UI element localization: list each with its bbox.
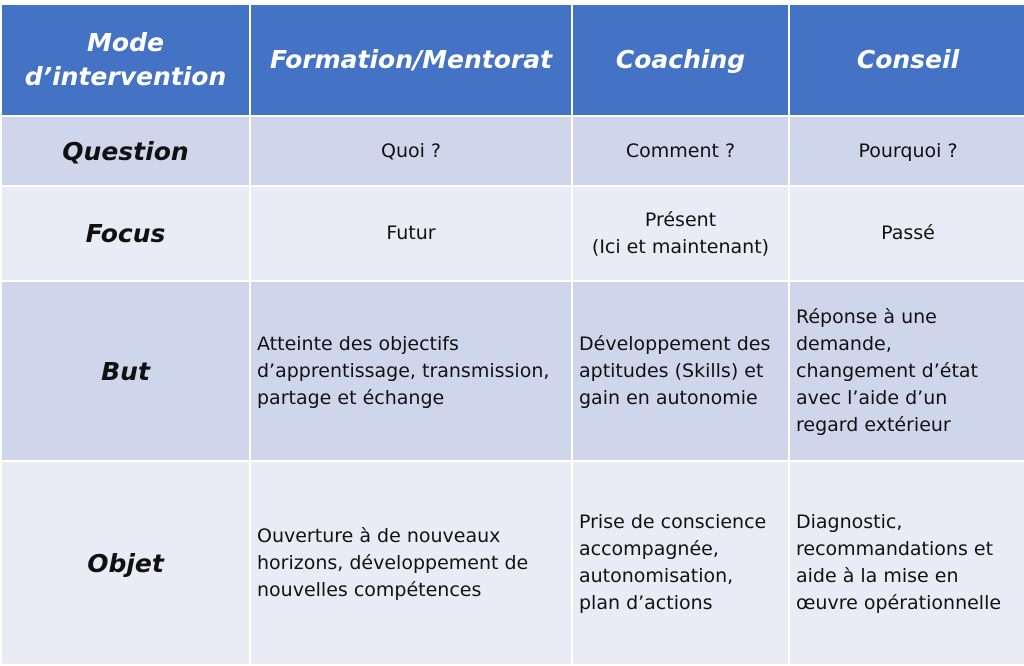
table-cell: Ouverture à de nouveaux horizons, dévelo… — [249, 460, 573, 666]
intervention-modes-table: Mode d’intervention Formation/Mentorat C… — [0, 3, 1024, 666]
table-cell: Passé — [788, 185, 1024, 282]
table-cell: Quoi ? — [249, 115, 573, 187]
header-formation: Formation/Mentorat — [249, 3, 573, 117]
table-row-focus: Focus Futur Présent (Ici et maintenant) … — [0, 185, 1024, 282]
header-row: Mode d’intervention Formation/Mentorat C… — [0, 3, 1024, 117]
header-mode: Mode d’intervention — [0, 3, 251, 117]
table-cell: Pourquoi ? — [788, 115, 1024, 187]
row-label: Focus — [0, 185, 251, 282]
table-cell: Prise de conscience accompagnée, autonom… — [571, 460, 790, 666]
table-cell: Futur — [249, 185, 573, 282]
table-cell: Développement des aptitudes (Skills) et … — [571, 280, 790, 462]
row-label: Question — [0, 115, 251, 187]
table-row-question: Question Quoi ? Comment ? Pourquoi ? — [0, 115, 1024, 187]
table-cell: Diagnostic, recommandations et aide à la… — [788, 460, 1024, 666]
table-cell: Réponse à une demande, changement d’état… — [788, 280, 1024, 462]
table-cell: Atteinte des objectifs d’apprentissage, … — [249, 280, 573, 462]
row-label: Objet — [0, 460, 251, 666]
table-cell: Présent (Ici et maintenant) — [571, 185, 790, 282]
table-cell: Comment ? — [571, 115, 790, 187]
table-row-but: But Atteinte des objectifs d’apprentissa… — [0, 280, 1024, 462]
row-label: But — [0, 280, 251, 462]
table-row-objet: Objet Ouverture à de nouveaux horizons, … — [0, 460, 1024, 666]
header-coaching: Coaching — [571, 3, 790, 117]
header-conseil: Conseil — [788, 3, 1024, 117]
